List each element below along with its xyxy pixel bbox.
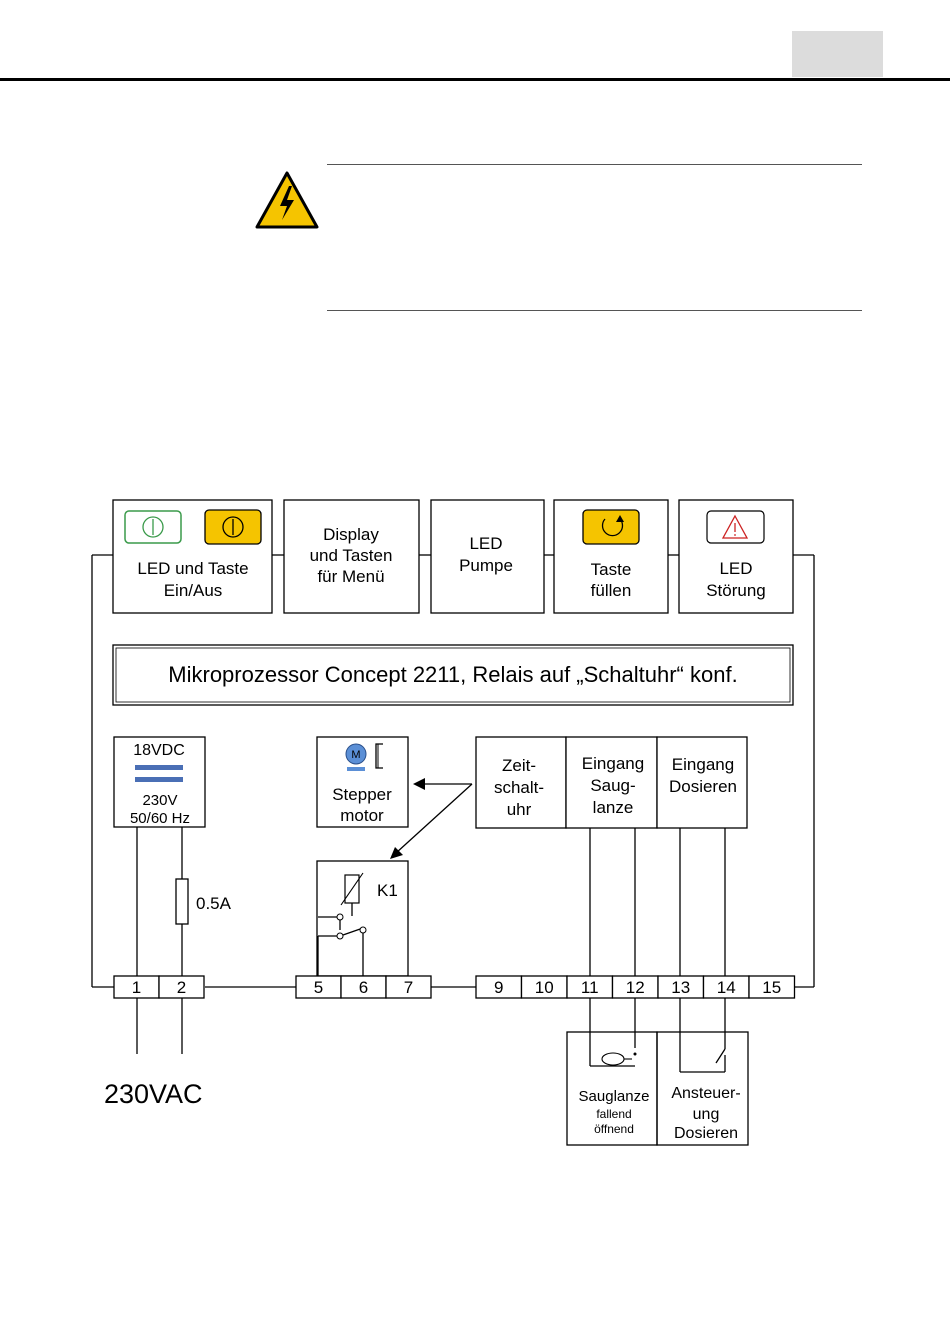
input-dose-label-1: Eingang: [672, 755, 734, 774]
power-icon: [222, 516, 244, 538]
input-lance-label-1: Eingang: [582, 754, 644, 773]
terminal-cell: [748, 975, 796, 999]
input-lance-box: Eingang Saug- lanze: [565, 736, 658, 829]
top-box-display: Display und Tasten für Menü: [283, 499, 420, 614]
label-led-on-off-2: Ein/Aus: [164, 581, 223, 600]
label-fill-key-1: Taste: [591, 560, 632, 579]
power-supply-voltage: 230V: [142, 792, 177, 809]
terminal-number: 6: [359, 978, 368, 997]
motor-icon: [345, 743, 367, 765]
warning-top-rule: [327, 164, 862, 165]
transformer-icon: [135, 765, 183, 770]
terminal-number: 5: [314, 978, 323, 997]
stepper-label-1: Stepper: [332, 785, 392, 804]
refresh-icon: [601, 518, 624, 537]
lance-sensor-label-falling: fallend: [596, 1107, 631, 1121]
header-rule: [0, 78, 950, 81]
label-led-fault-1: LED: [719, 559, 752, 578]
label-display-2: und Tasten: [310, 546, 393, 565]
timer-box: Zeit- schalt- uhr: [475, 736, 567, 829]
terminal-number: 1: [132, 978, 141, 997]
terminal-number: 13: [671, 978, 690, 997]
fill-key-button[interactable]: [582, 509, 640, 545]
label-led-pump-1: LED: [469, 534, 502, 553]
top-box-led-fault: LED Störung: [678, 499, 794, 614]
input-lance-label-2: Saug-: [590, 776, 635, 795]
fuse-icon: [175, 878, 189, 925]
lance-sensor-box: Sauglanze fallend öffnend: [566, 1031, 658, 1146]
dosing-control-label-2: ung: [693, 1106, 720, 1123]
label-display-1: Display: [323, 525, 379, 544]
power-supply-dc-label: 18VDC: [133, 742, 185, 759]
stepper-motor-box: M Stepper motor: [316, 736, 409, 828]
timer-label-2: schalt-: [494, 778, 544, 797]
arrow-head-to-relay: [390, 847, 403, 859]
processor-box: Mikroprozessor Concept 2211, Relais auf …: [112, 644, 794, 706]
arrow-head-to-stepper: [413, 778, 425, 790]
fuse-label: 0.5A: [196, 894, 232, 913]
dosing-control-label-1: Ansteuer-: [671, 1085, 740, 1102]
input-lance-label-3: lanze: [593, 798, 634, 817]
terminal-number: 2: [177, 978, 186, 997]
terminal-number: 10: [535, 978, 554, 997]
top-box-led-on-off: LED und Taste Ein/Aus: [112, 499, 273, 614]
label-led-on-off-1: LED und Taste: [137, 559, 248, 578]
label-led-pump-2: Pumpe: [459, 556, 513, 575]
top-box-fill-key: Taste füllen: [553, 499, 669, 614]
terminal-number: 14: [717, 978, 736, 997]
power-supply-box: 18VDC 230V 50/60 Hz: [113, 736, 206, 828]
dosing-control-box: Ansteuer- ung Dosieren: [656, 1031, 749, 1146]
terminal-cell: [158, 975, 205, 999]
relay-label: K1: [377, 881, 398, 900]
terminal-number: 11: [581, 978, 599, 997]
header-tab: [792, 31, 883, 77]
label-led-fault-2: Störung: [706, 581, 766, 600]
timer-label-3: uhr: [507, 800, 532, 819]
float-switch-icon: [601, 1052, 625, 1066]
power-led-icon: [142, 516, 164, 538]
stepper-label-2: motor: [340, 806, 384, 825]
dosing-control-label-3: Dosieren: [674, 1125, 738, 1142]
terminal-cell: [385, 975, 432, 999]
label-display-3: für Menü: [317, 567, 384, 586]
terminal-number: 15: [762, 978, 781, 997]
high-voltage-warning-icon: [255, 171, 319, 229]
terminal-number: 12: [626, 978, 645, 997]
input-dose-label-2: Dosieren: [669, 777, 737, 796]
terminal-number: 7: [404, 978, 413, 997]
timer-label-1: Zeit-: [502, 756, 536, 775]
input-dose-box: Eingang Dosieren: [656, 736, 748, 829]
top-box-led-pump: LED Pumpe: [430, 499, 545, 614]
processor-label: Mikroprozessor Concept 2211, Relais auf …: [168, 662, 737, 687]
motor-letter: M: [351, 749, 360, 761]
warning-bottom-rule: [327, 310, 862, 311]
terminal-number: 9: [494, 978, 503, 997]
lance-sensor-label-opening: öffnend: [594, 1122, 634, 1136]
power-supply-frequency: 50/60 Hz: [130, 810, 190, 827]
lance-sensor-label: Sauglanze: [579, 1088, 650, 1105]
mains-voltage-label: 230VAC: [104, 1079, 203, 1109]
label-fill-key-2: füllen: [591, 581, 632, 600]
